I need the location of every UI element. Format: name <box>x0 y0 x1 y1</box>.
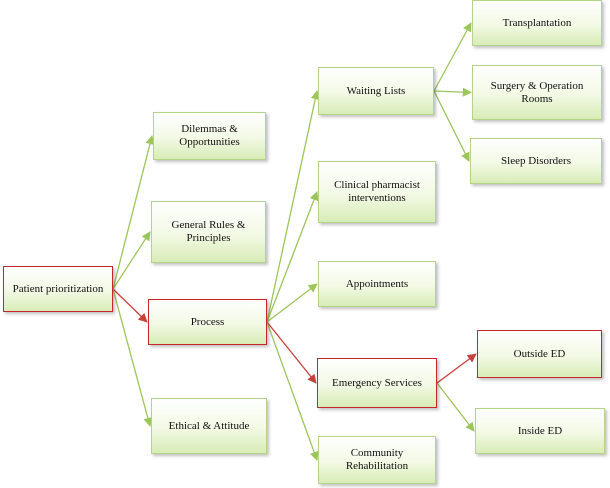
node-transplantation: Transplantation <box>472 0 602 46</box>
edge-waiting_lists-to-sleep <box>433 90 470 162</box>
edge-waiting_lists-to-transplantation <box>433 22 472 92</box>
edge-process-to-emergency <box>266 321 317 384</box>
node-sleep-disorders: Sleep Disorders <box>470 138 602 184</box>
node-patient-prioritization: Patient prioritization <box>3 266 113 312</box>
edge-process-to-clinical_pharmacist <box>266 191 319 323</box>
edge-root-to-ethical <box>112 288 153 427</box>
edge-process-to-community <box>266 321 319 461</box>
edge-waiting_lists-to-surgery <box>433 87 472 97</box>
node-process: Process <box>148 299 267 345</box>
node-dilemmas-opportunities: Dilemmas & Opportunities <box>153 112 266 160</box>
edge-process-to-appointments <box>266 283 318 323</box>
node-community-rehabilitation: Community Rehabilitation <box>318 436 436 484</box>
edge-root-to-general_rules <box>112 231 151 290</box>
node-inside-ed: Inside ED <box>475 408 605 454</box>
node-appointments: Appointments <box>318 261 436 307</box>
edge-root-to-process <box>112 288 148 323</box>
node-clinical-pharmacist-interventions: Clinical pharmacist interventions <box>318 161 436 223</box>
node-ethical-attitude: Ethical & Attitude <box>151 398 267 454</box>
node-outside-ed: Outside ED <box>477 330 602 378</box>
node-surgery-operation-rooms: Surgery & Operation Rooms <box>472 65 602 120</box>
edge-root-to-dilemmas <box>112 135 155 290</box>
node-emergency-services: Emergency Services <box>317 358 437 408</box>
edge-emergency-to-inside_ed <box>436 382 475 432</box>
node-general-rules-principles: General Rules & Principles <box>151 201 266 263</box>
node-waiting-lists: Waiting Lists <box>318 67 434 115</box>
edge-emergency-to-outside_ed <box>436 353 477 384</box>
edge-process-to-waiting_lists <box>266 90 320 323</box>
